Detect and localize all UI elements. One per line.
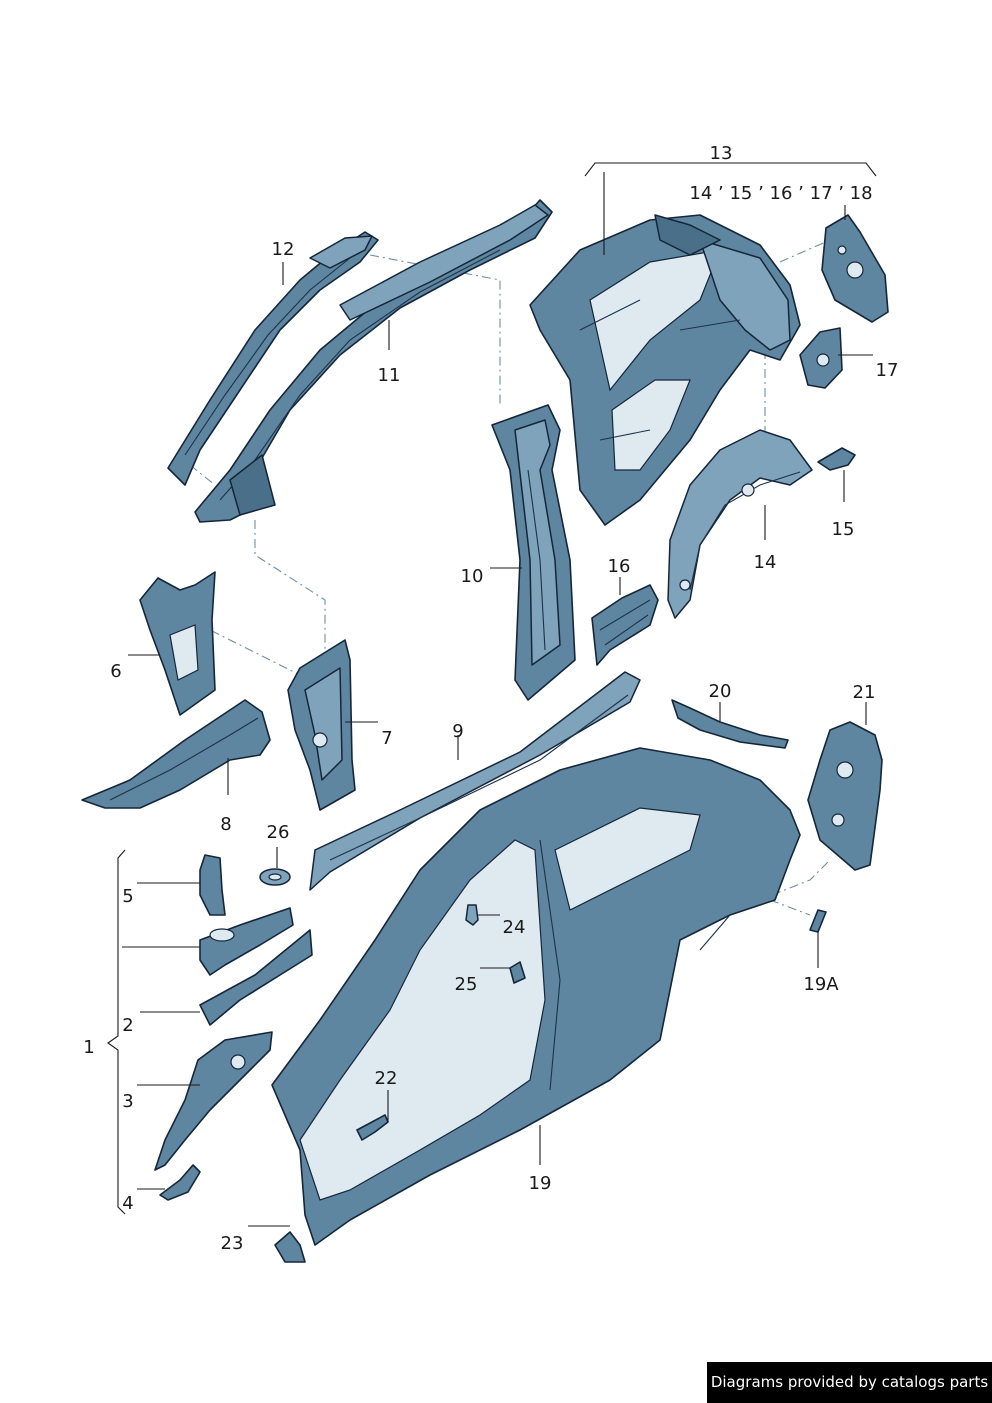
label-6: 6 (110, 661, 121, 682)
part-2-panel (199, 929, 313, 1026)
label-4: 4 (122, 1193, 133, 1214)
label-17: 17 (876, 360, 899, 381)
label-26: 26 (267, 822, 290, 843)
label-23: 23 (221, 1233, 244, 1254)
footer-credit-banner: Diagrams provided by catalogs parts (707, 1362, 992, 1403)
label-19: 19 (529, 1173, 552, 1194)
footer-credit-text: Diagrams provided by catalogs parts (710, 1373, 989, 1391)
part-5-bracket (199, 854, 226, 916)
part-17-bracket (799, 327, 843, 389)
part-19a-seal (809, 909, 827, 933)
part-11-roof-rail-outer (194, 199, 553, 523)
part-18-bracket (821, 214, 889, 323)
label-7: 7 (381, 728, 392, 749)
label-10: 10 (461, 566, 484, 587)
part-16-reinforcement (591, 584, 659, 666)
label-19a: 19A (803, 974, 839, 995)
part-14-wheel-housing (667, 429, 813, 619)
part-21-rear-bracket (807, 721, 883, 871)
part-26-grommet (259, 868, 291, 886)
part-9-sill (309, 671, 641, 891)
part-15-clip (817, 447, 856, 471)
label-20: 20 (709, 681, 732, 702)
part-19-side-panel (271, 747, 801, 1246)
part-12-roof-rail (167, 231, 379, 486)
part-4-clip (159, 1164, 201, 1201)
label-15: 15 (832, 519, 855, 540)
label-9: 9 (452, 721, 463, 742)
part-1-upper-housing (199, 907, 294, 976)
part-10-b-pillar (491, 404, 576, 701)
label-1: 1 (83, 1037, 94, 1058)
label-24: 24 (503, 917, 526, 938)
part-8-floor-member (81, 699, 271, 809)
leader-lines (107, 162, 877, 1227)
part-23-bracket (274, 1231, 306, 1263)
part-3-reinforcement (154, 1031, 273, 1171)
part-13-quarter-inner (529, 214, 801, 526)
part-7-a-pillar-lower (287, 639, 356, 811)
part-20-strip (671, 699, 789, 749)
label-3: 3 (122, 1091, 133, 1112)
label-12: 12 (272, 239, 295, 260)
label-13-subparts: 14 ’ 15 ’ 16 ’ 17 ’ 18 (689, 183, 872, 204)
part-25-nut-plate (509, 961, 526, 984)
label-16: 16 (608, 556, 631, 577)
part-number-labels: 12 11 13 14 ’ 15 ’ 16 ’ 17 ’ 18 17 14 15… (83, 143, 898, 1254)
label-25: 25 (455, 974, 478, 995)
part-6-a-pillar-inner (139, 571, 216, 716)
part-24-stud (465, 904, 479, 926)
label-13: 13 (710, 143, 733, 164)
label-8: 8 (220, 814, 231, 835)
label-5: 5 (122, 886, 133, 907)
label-14: 14 (754, 552, 777, 573)
label-11: 11 (378, 365, 401, 386)
label-21: 21 (853, 682, 876, 703)
label-22: 22 (375, 1068, 398, 1089)
label-2: 2 (122, 1015, 133, 1036)
